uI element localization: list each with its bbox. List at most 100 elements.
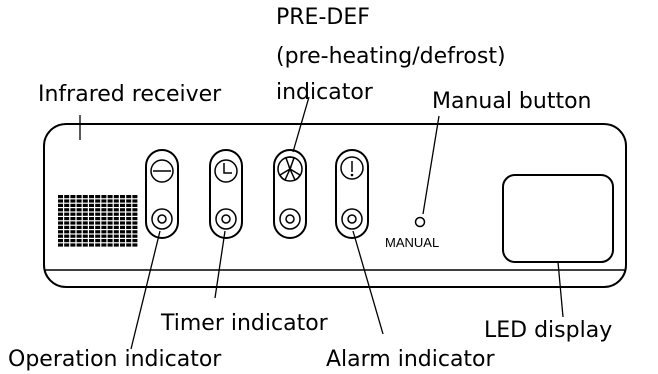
fan-icon — [277, 156, 303, 182]
ir-grille-cell — [126, 208, 132, 212]
led-display — [502, 174, 614, 263]
ir-grille-cell — [89, 230, 94, 234]
ir-grille-cell — [113, 243, 119, 247]
minus-icon — [150, 159, 174, 183]
display-panel — [43, 123, 627, 288]
manual-button[interactable] — [414, 216, 426, 228]
ir-grille-cell — [76, 243, 82, 247]
ir-grille-cell — [120, 195, 125, 199]
ir-grille-cell — [113, 212, 119, 216]
ir-grille-cell — [64, 243, 70, 247]
ir-grille-cell — [64, 203, 70, 207]
ir-grille-cell — [70, 239, 76, 243]
ir-grille-cell — [107, 239, 113, 243]
pre-def-lamp — [279, 208, 301, 230]
ir-grille-cell — [76, 195, 82, 199]
ir-grille-cell — [89, 199, 94, 203]
ir-grille-cell — [70, 212, 76, 216]
alarm-indicator — [335, 149, 369, 239]
ir-grille-cell — [126, 239, 132, 243]
ir-grille-cell — [82, 203, 88, 207]
ir-grille-cell — [132, 239, 138, 243]
ir-grille-cell — [107, 195, 113, 199]
ir-grille-cell — [76, 212, 82, 216]
ir-grille-cell — [101, 239, 107, 243]
ir-grille-cell — [113, 230, 119, 234]
ir-grille-cell — [58, 230, 63, 234]
infrared-receiver — [58, 195, 138, 247]
ir-grille-cell — [107, 203, 113, 207]
ir-grille-cell — [70, 230, 76, 234]
exclamation-icon — [340, 156, 364, 180]
ir-grille-cell — [95, 243, 101, 247]
ir-grille-cell — [76, 208, 82, 212]
ir-grille-cell — [132, 203, 138, 207]
ir-grille-cell — [132, 243, 138, 247]
ir-grille-cell — [107, 212, 113, 216]
ir-grille-cell — [101, 225, 107, 229]
ir-grille-cell — [58, 243, 63, 247]
ir-grille-cell — [107, 217, 113, 221]
pre-def-label-line2: (pre-heating/defrost) — [276, 44, 506, 69]
operation-lamp — [151, 208, 173, 230]
ir-grille-cell — [120, 217, 125, 221]
ir-grille-cell — [89, 221, 94, 225]
ir-grille-cell — [126, 230, 132, 234]
ir-grille-cell — [113, 208, 119, 212]
operation-indicator — [145, 149, 179, 239]
alarm-lamp — [341, 208, 363, 230]
ir-grille-cell — [70, 195, 76, 199]
ir-grille-cell — [76, 225, 82, 229]
ir-grille-cell — [70, 203, 76, 207]
leader-lines — [79, 96, 564, 350]
ir-grille-cell — [95, 212, 101, 216]
ir-grille-cell — [126, 221, 132, 225]
ir-grille-cell — [58, 225, 63, 229]
ir-grille-cell — [113, 203, 119, 207]
ir-grille-cell — [64, 195, 70, 199]
ir-grille-cell — [70, 208, 76, 212]
ir-grille-cell — [120, 199, 125, 203]
ir-grille-cell — [76, 199, 82, 203]
led-display-label: LED display — [484, 318, 612, 343]
ir-grille-cell — [126, 195, 132, 199]
alarm-indicator-label: Alarm indicator — [326, 347, 496, 372]
ir-grille-cell — [76, 239, 82, 243]
ir-grille-cell — [64, 239, 70, 243]
ir-grille-cell — [76, 221, 82, 225]
ir-grille-cell — [95, 239, 101, 243]
ir-grille-cell — [89, 212, 94, 216]
ir-grille-cell — [132, 212, 138, 216]
ir-grille-cell — [113, 234, 119, 238]
ir-grille-cell — [82, 199, 88, 203]
ir-grille-cell — [95, 208, 101, 212]
ir-grille-cell — [101, 195, 107, 199]
ir-grille-cell — [58, 221, 63, 225]
ir-grille-cell — [82, 212, 88, 216]
ir-grille-cell — [64, 230, 70, 234]
ir-grille-cell — [126, 203, 132, 207]
ir-grille-cell — [113, 195, 119, 199]
timer-indicator — [209, 149, 243, 239]
ir-grille-cell — [82, 208, 88, 212]
ir-grille-cell — [132, 199, 138, 203]
ir-grille-cell — [107, 199, 113, 203]
ir-grille-cell — [120, 234, 125, 238]
ir-grille-cell — [89, 195, 94, 199]
ir-grille-cell — [101, 203, 107, 207]
ir-grille-cell — [107, 243, 113, 247]
ir-grille-cell — [101, 243, 107, 247]
ir-grille-cell — [58, 199, 63, 203]
ir-grille-cell — [76, 230, 82, 234]
ir-grille-cell — [89, 203, 94, 207]
ir-grille-cell — [101, 208, 107, 212]
ir-grille-cell — [58, 212, 63, 216]
ir-grille-cell — [76, 234, 82, 238]
ir-grille-cell — [113, 199, 119, 203]
ir-grille-cell — [64, 217, 70, 221]
ir-grille-cell — [70, 225, 76, 229]
ir-grille-cell — [64, 208, 70, 212]
ir-grille-cell — [120, 203, 125, 207]
ir-grille-cell — [132, 208, 138, 212]
ir-grille-cell — [82, 234, 88, 238]
